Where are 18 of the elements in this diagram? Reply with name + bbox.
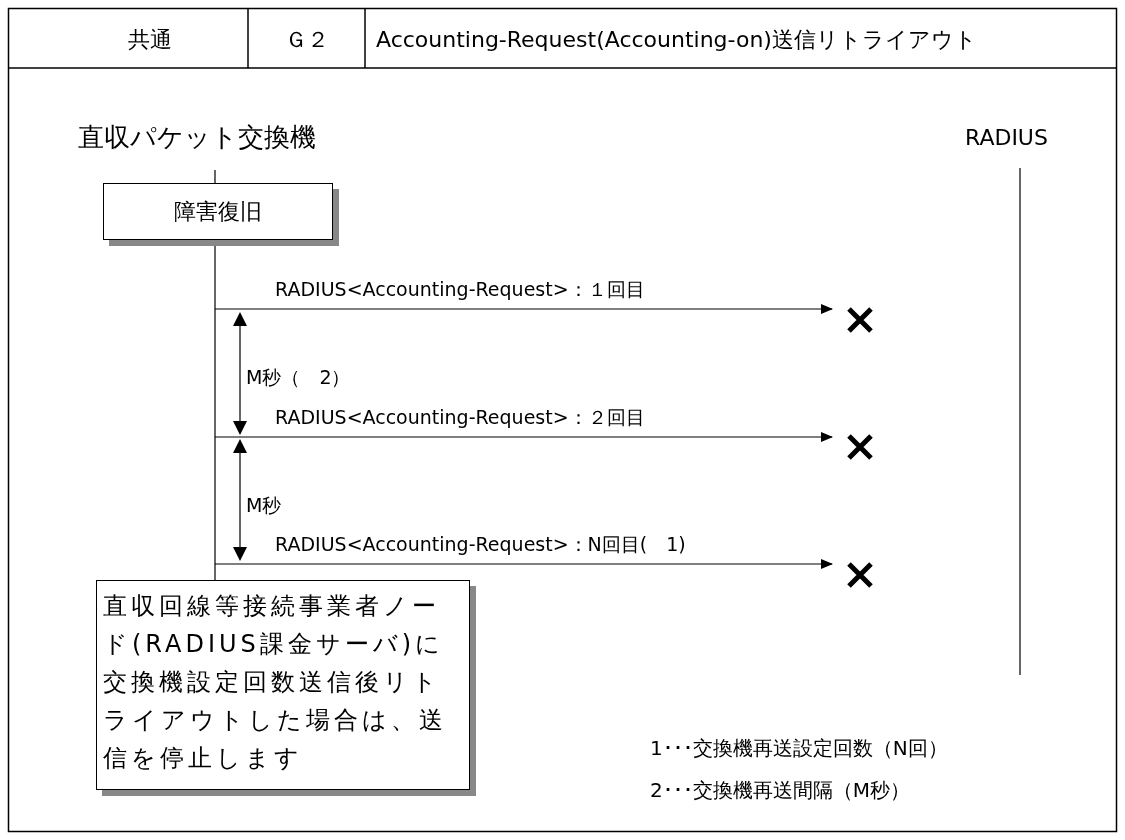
- table-cell-text: 共通: [128, 26, 172, 54]
- cross-icon: [846, 561, 874, 589]
- table-cell-text: Ｇ２: [285, 26, 329, 54]
- lifeline-title: 直収パケット交換機: [78, 120, 316, 155]
- footnote: 1･･･交換機再送設定回数（N回）: [650, 735, 948, 762]
- arrow: [214, 559, 833, 569]
- cross-icon: [846, 306, 874, 334]
- arrow: [214, 304, 833, 314]
- edge-label: RADIUS<Accounting-Request>：２回目: [275, 405, 645, 430]
- dimension-label: M秒（ 2）: [246, 365, 351, 390]
- arrow: [214, 432, 833, 442]
- dimension-label: M秒: [246, 493, 282, 518]
- lifeline-title: RADIUS: [965, 125, 1048, 150]
- table-cell-text: Accounting-Request(Accounting-on)送信リトライアウト: [376, 26, 977, 54]
- cross-icon: [846, 433, 874, 461]
- footnote: 2･･･交換機再送間隔（M秒）: [650, 777, 910, 804]
- edge-label: RADIUS<Accounting-Request>：１回目: [275, 277, 645, 302]
- edge-label: RADIUS<Accounting-Request>：N回目( 1): [275, 532, 686, 557]
